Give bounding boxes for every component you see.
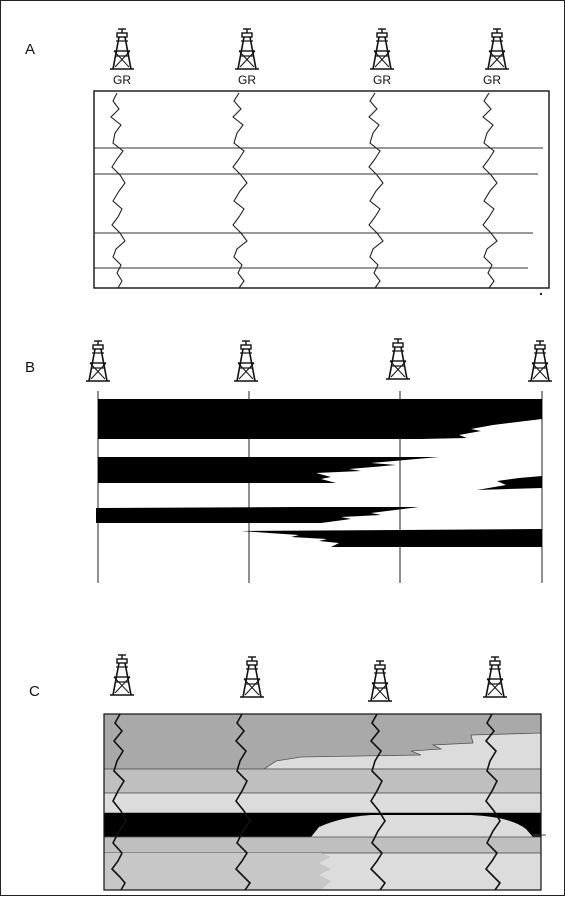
facies-unit-6-left bbox=[104, 853, 331, 890]
c-gr-log-3 bbox=[369, 713, 387, 891]
panel-c-facies bbox=[103, 713, 546, 891]
panel-a-box bbox=[93, 90, 550, 289]
sand-body-3 bbox=[477, 476, 542, 490]
sand-body-1 bbox=[98, 399, 542, 439]
gr-label-1: GR bbox=[113, 73, 131, 87]
c-gr-log-2 bbox=[234, 713, 252, 891]
well-c1-derrick-icon bbox=[109, 654, 135, 696]
gr-label-3: GR bbox=[373, 73, 391, 87]
well-a1-derrick-icon bbox=[109, 28, 135, 70]
panel-a-gr-logs bbox=[110, 92, 498, 289]
well-b1-derrick-icon bbox=[85, 340, 111, 382]
well-a3-derrick-icon bbox=[369, 28, 395, 70]
gr-log-2 bbox=[232, 92, 248, 289]
facies-unit-3 bbox=[103, 792, 542, 814]
panel-c-box bbox=[103, 713, 542, 891]
sand-body-4 bbox=[96, 507, 419, 523]
well-c4-derrick-icon bbox=[482, 656, 508, 698]
facies-unit-4-light-lens bbox=[311, 815, 533, 837]
panel-a-derricks bbox=[109, 28, 510, 70]
well-b2-derrick-icon bbox=[233, 340, 259, 382]
well-c3-derrick-icon bbox=[367, 660, 393, 702]
well-a4-derrick-icon bbox=[484, 28, 510, 70]
facies-unit-5 bbox=[103, 836, 542, 854]
stray-dot bbox=[539, 292, 543, 296]
panel-b-sand-bodies bbox=[96, 399, 542, 547]
well-c2-derrick-icon bbox=[239, 656, 265, 698]
gr-log-3 bbox=[368, 92, 384, 289]
c-gr-log-4 bbox=[484, 713, 502, 891]
well-b4-derrick-icon bbox=[527, 340, 553, 382]
gr-log-4 bbox=[482, 92, 498, 289]
panel-c-derricks bbox=[109, 654, 508, 702]
gr-log-1 bbox=[110, 92, 126, 289]
c-gr-log-1 bbox=[110, 713, 127, 891]
sand-body-5 bbox=[241, 529, 542, 547]
panel-a-label: A bbox=[25, 41, 36, 58]
well-a2-derrick-icon bbox=[234, 28, 260, 70]
panel-c-gr-logs bbox=[110, 713, 502, 891]
facies-unit-2 bbox=[103, 768, 542, 794]
gr-label-2: GR bbox=[238, 73, 256, 87]
gr-label-4: GR bbox=[483, 73, 501, 87]
panel-a-correlation-lines bbox=[94, 147, 543, 269]
sand-body-2 bbox=[98, 457, 439, 483]
well-b3-derrick-icon bbox=[385, 338, 411, 380]
panel-b-label: B bbox=[25, 359, 36, 376]
panel-c-label: C bbox=[29, 683, 40, 700]
panel-b-derricks bbox=[85, 338, 553, 382]
